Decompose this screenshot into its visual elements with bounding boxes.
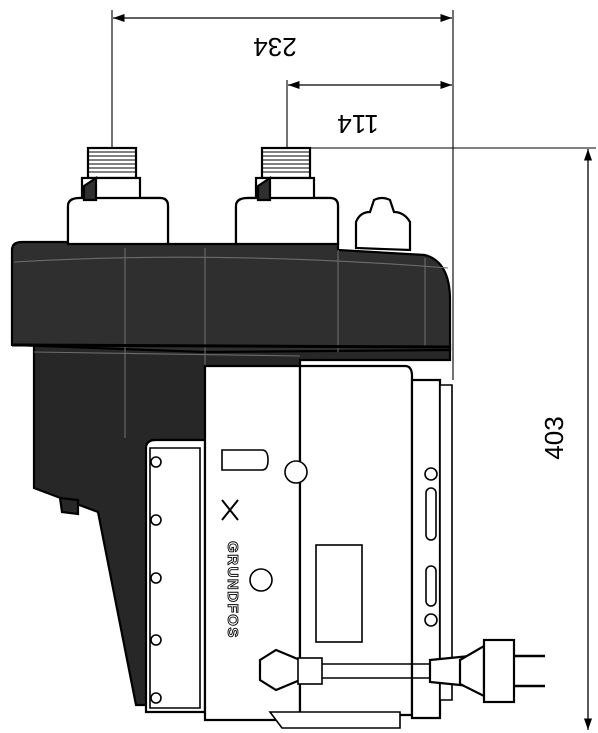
outlet-port [234,146,340,246]
dimension-label-403: 403 [539,416,569,459]
dimension-234: 234 [111,10,454,380]
brand-x-mark [221,499,239,521]
dimension-403: 403 [290,147,596,730]
dimension-114: 114 [286,80,452,150]
power-cable [258,638,545,704]
dimension-label-114: 114 [337,109,378,139]
pump-body [10,196,453,729]
brand-text: GRUNDFOS [224,541,241,639]
vent-cap [354,196,412,252]
dimension-label-234: 234 [253,32,296,62]
brand-logo: GRUNDFOS [221,499,241,639]
inlet-port [66,146,170,246]
